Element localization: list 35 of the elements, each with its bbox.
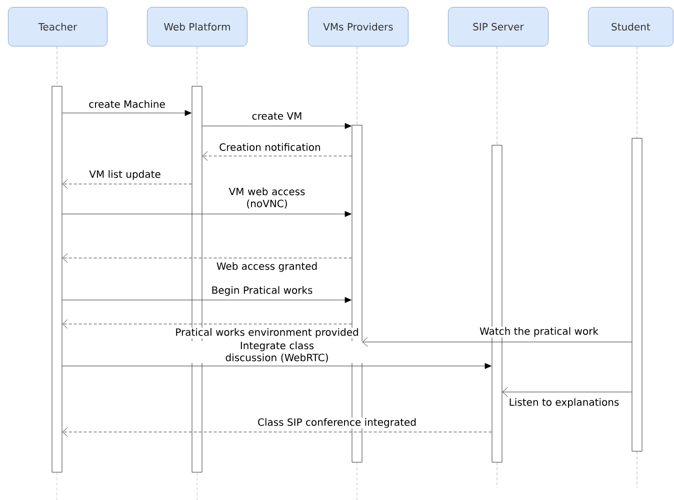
message-arrow [62, 363, 492, 369]
message-label: Integrate class discussion (WebRTC) [192, 341, 362, 363]
message-label: Pratical works environment provided [174, 328, 360, 338]
message-label: VM web access (noVNC) [219, 187, 315, 209]
message-arrow [62, 253, 352, 263]
message-arrow [62, 110, 192, 116]
message-label: Web access granted [216, 262, 318, 272]
lifeline [56, 46, 58, 86]
message-arrow [202, 123, 352, 129]
message-arrow [62, 427, 492, 437]
message-label: Listen to explanations [508, 398, 620, 408]
message-label: create Machine [88, 100, 166, 108]
message-arrow [62, 211, 352, 217]
message-arrow [502, 387, 632, 397]
lifeline [636, 46, 638, 138]
message-arrow [62, 319, 352, 329]
participant-box: SIP Server [448, 7, 548, 46]
lifeline [496, 46, 498, 146]
message-label: Watch the pratical work [479, 326, 599, 338]
message-arrow [62, 297, 352, 303]
message-label: Creation notification [218, 142, 322, 152]
message-arrow [362, 337, 632, 347]
message-arrow [62, 179, 192, 189]
participant-box: Web Platform [147, 7, 248, 46]
participant-box: VMs Providers [308, 7, 408, 46]
activation-bar [632, 138, 642, 452]
message-label: Begin Pratical works [210, 286, 314, 296]
participant-box: Teacher [8, 7, 108, 46]
message-label: VM list update [88, 170, 162, 180]
participant-box: Student [588, 7, 674, 46]
lifeline [196, 46, 198, 86]
message-arrow [202, 151, 352, 161]
activation-bar [52, 86, 62, 472]
lifeline [356, 46, 358, 126]
message-label: Class SIP conference integrated [257, 418, 418, 428]
